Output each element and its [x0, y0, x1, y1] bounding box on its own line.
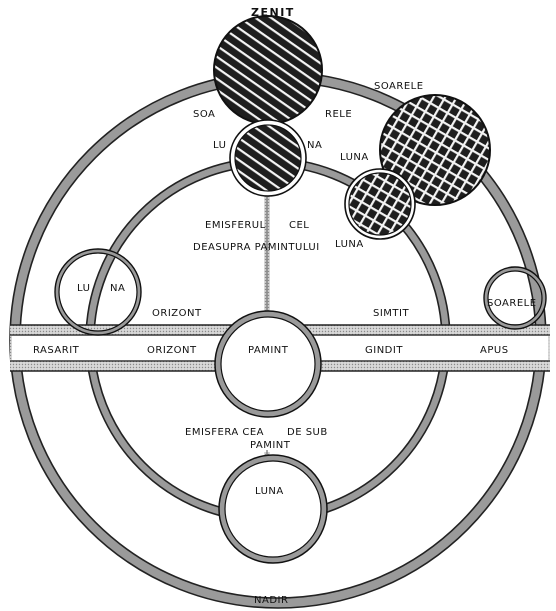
luna-lower-label: LUNA	[335, 239, 364, 250]
deasupra-label: DEASUPRA PAMINTULUI	[193, 242, 320, 253]
emisfera-cea-label: EMISFERA CEA	[185, 427, 264, 438]
soarele-top-label: SOARELE	[374, 81, 424, 92]
nadir-label: NADIR	[254, 595, 288, 606]
luna-upper-label: LUNA	[340, 152, 369, 163]
left-moon-circle	[54, 248, 142, 336]
earth-circle	[214, 310, 322, 418]
upper-moon-circle	[229, 119, 307, 197]
rasarit-label: RASARIT	[33, 345, 80, 356]
pamint-sub-label: PAMINT	[250, 440, 291, 451]
luna-left-na-label: NA	[110, 283, 125, 294]
na-upper-label: NA	[307, 140, 322, 151]
zenit-label: ZENIT	[251, 6, 295, 19]
soarele-right-label: SOARELE	[487, 298, 537, 309]
right-sun-circle	[483, 266, 547, 330]
luna-bottom-label: LUNA	[255, 486, 284, 497]
bottom-moon-circle	[218, 454, 328, 564]
cel-label: CEL	[289, 220, 309, 231]
rele-label: RELE	[325, 109, 352, 120]
de-sub-label: DE SUB	[287, 427, 328, 438]
pamint-label: PAMINT	[248, 345, 289, 356]
upper-right-moon-circle	[344, 168, 416, 240]
zenit-sun-circle	[213, 15, 323, 125]
orizont-lower-label: ORIZONT	[147, 345, 197, 356]
lu-upper-label: LU	[213, 140, 226, 151]
gindit-label: GINDIT	[365, 345, 403, 356]
soa-label: SOA	[193, 109, 215, 120]
upper-right-sun-circle	[379, 94, 491, 206]
simtit-label: SIMTIT	[373, 308, 409, 319]
apus-label: APUS	[480, 345, 509, 356]
luna-left-lu-label: LU	[77, 283, 90, 294]
orizont-upper-label: ORIZONT	[152, 308, 202, 319]
emisferul-label: EMISFERUL	[205, 220, 266, 231]
